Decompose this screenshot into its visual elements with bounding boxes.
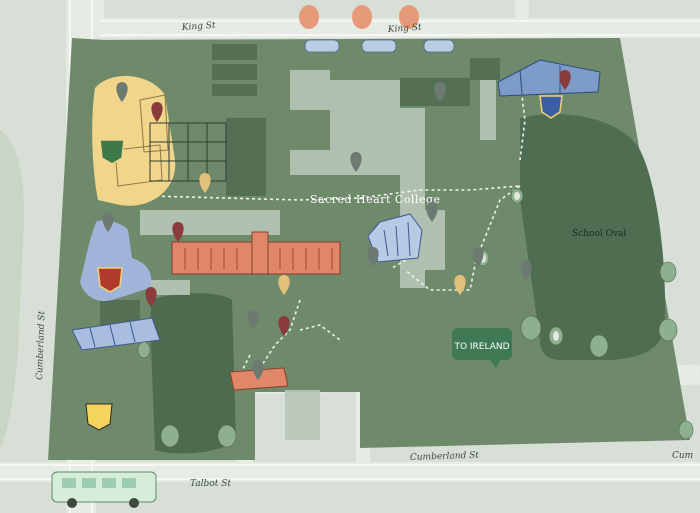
map-pin-marker[interactable]: [145, 287, 157, 307]
map-pin-marker[interactable]: [426, 202, 438, 222]
map-pin-red[interactable]: [151, 102, 163, 122]
pink-trees: [299, 5, 419, 29]
street-label-king-2: King St: [387, 23, 423, 35]
map-pin-marker[interactable]: [116, 82, 128, 102]
map-pin-grey[interactable]: [102, 212, 114, 232]
street-label-cumberland-vertical: Cumberland St: [35, 310, 47, 380]
map-pin-marker[interactable]: [102, 212, 114, 232]
road-north-stub: [515, 0, 529, 20]
map-pin-marker[interactable]: [278, 316, 290, 336]
left-green-strip: [0, 130, 25, 450]
map-pin-red[interactable]: [145, 287, 157, 307]
crest-green: [99, 139, 125, 165]
map-pin-grey[interactable]: [252, 360, 264, 380]
road-corner: [96, 0, 104, 25]
map-pin-red[interactable]: [559, 70, 571, 90]
to-ireland-callout[interactable]: TO IRELAND: [452, 328, 512, 368]
map-pin-grey[interactable]: [116, 82, 128, 102]
map-pin-grey[interactable]: [350, 152, 362, 172]
map-pin-yellow[interactable]: [199, 173, 211, 193]
crest-blue: [539, 95, 563, 119]
map-pin-marker[interactable]: [199, 173, 211, 193]
map-pin-marker[interactable]: [434, 82, 446, 102]
map-pin-yellow[interactable]: [454, 275, 466, 295]
map-pin-marker[interactable]: [172, 222, 184, 242]
map-pin-marker[interactable]: [520, 260, 532, 280]
street-label-king-1: King St: [181, 21, 217, 33]
school-oval-label: School Oval: [572, 229, 626, 239]
road-king-st: [96, 18, 700, 38]
building-footprints: [100, 44, 500, 338]
blue-building-sw: [71, 317, 161, 351]
parked-cars: [304, 39, 455, 53]
map-pin-grey[interactable]: [426, 202, 438, 222]
grid-structure: [149, 122, 227, 182]
map-pin-red[interactable]: [172, 222, 184, 242]
map-pin-marker[interactable]: [454, 275, 466, 295]
main-brick-building: [171, 231, 341, 275]
map-pin-grey[interactable]: [520, 260, 532, 280]
brick-small-building: [229, 367, 289, 391]
map-pin-red[interactable]: [278, 316, 290, 336]
map-pin-marker[interactable]: [151, 102, 163, 122]
map-pin-marker[interactable]: [472, 247, 484, 267]
map-pin-marker[interactable]: [252, 360, 264, 380]
map-pin-marker[interactable]: [559, 70, 571, 90]
map-pin-marker[interactable]: [350, 152, 362, 172]
yellow-building-sketch: [114, 94, 169, 187]
campus-paths: [140, 70, 496, 440]
map-pin-marker[interactable]: [278, 275, 290, 295]
highlight-blue-block: [80, 220, 152, 302]
map-pin-grey[interactable]: [472, 247, 484, 267]
bus: [51, 471, 157, 508]
crest-red: [97, 267, 123, 293]
street-label-cumberland: Cumberland St: [410, 451, 480, 463]
map-pin-grey[interactable]: [434, 82, 446, 102]
campus-title: Sacred Heart College: [310, 193, 441, 206]
blue-chapel: [367, 213, 423, 263]
map-pins: [102, 70, 571, 380]
map-pin-marker[interactable]: [367, 247, 379, 267]
street-label-talbot: Talbot St: [190, 479, 231, 489]
crest-yellow: [85, 403, 113, 431]
road-talbot-st: [0, 462, 700, 482]
south-field: [150, 293, 236, 454]
map-pin-yellow[interactable]: [278, 275, 290, 295]
to-ireland-label: TO IRELAND: [453, 342, 509, 352]
map-pin-grey[interactable]: [247, 310, 259, 330]
map-pin-grey[interactable]: [367, 247, 379, 267]
map-pin-marker[interactable]: [247, 310, 259, 330]
school-oval: [520, 113, 665, 361]
street-label-cumberland-partial: Cum: [672, 451, 693, 461]
